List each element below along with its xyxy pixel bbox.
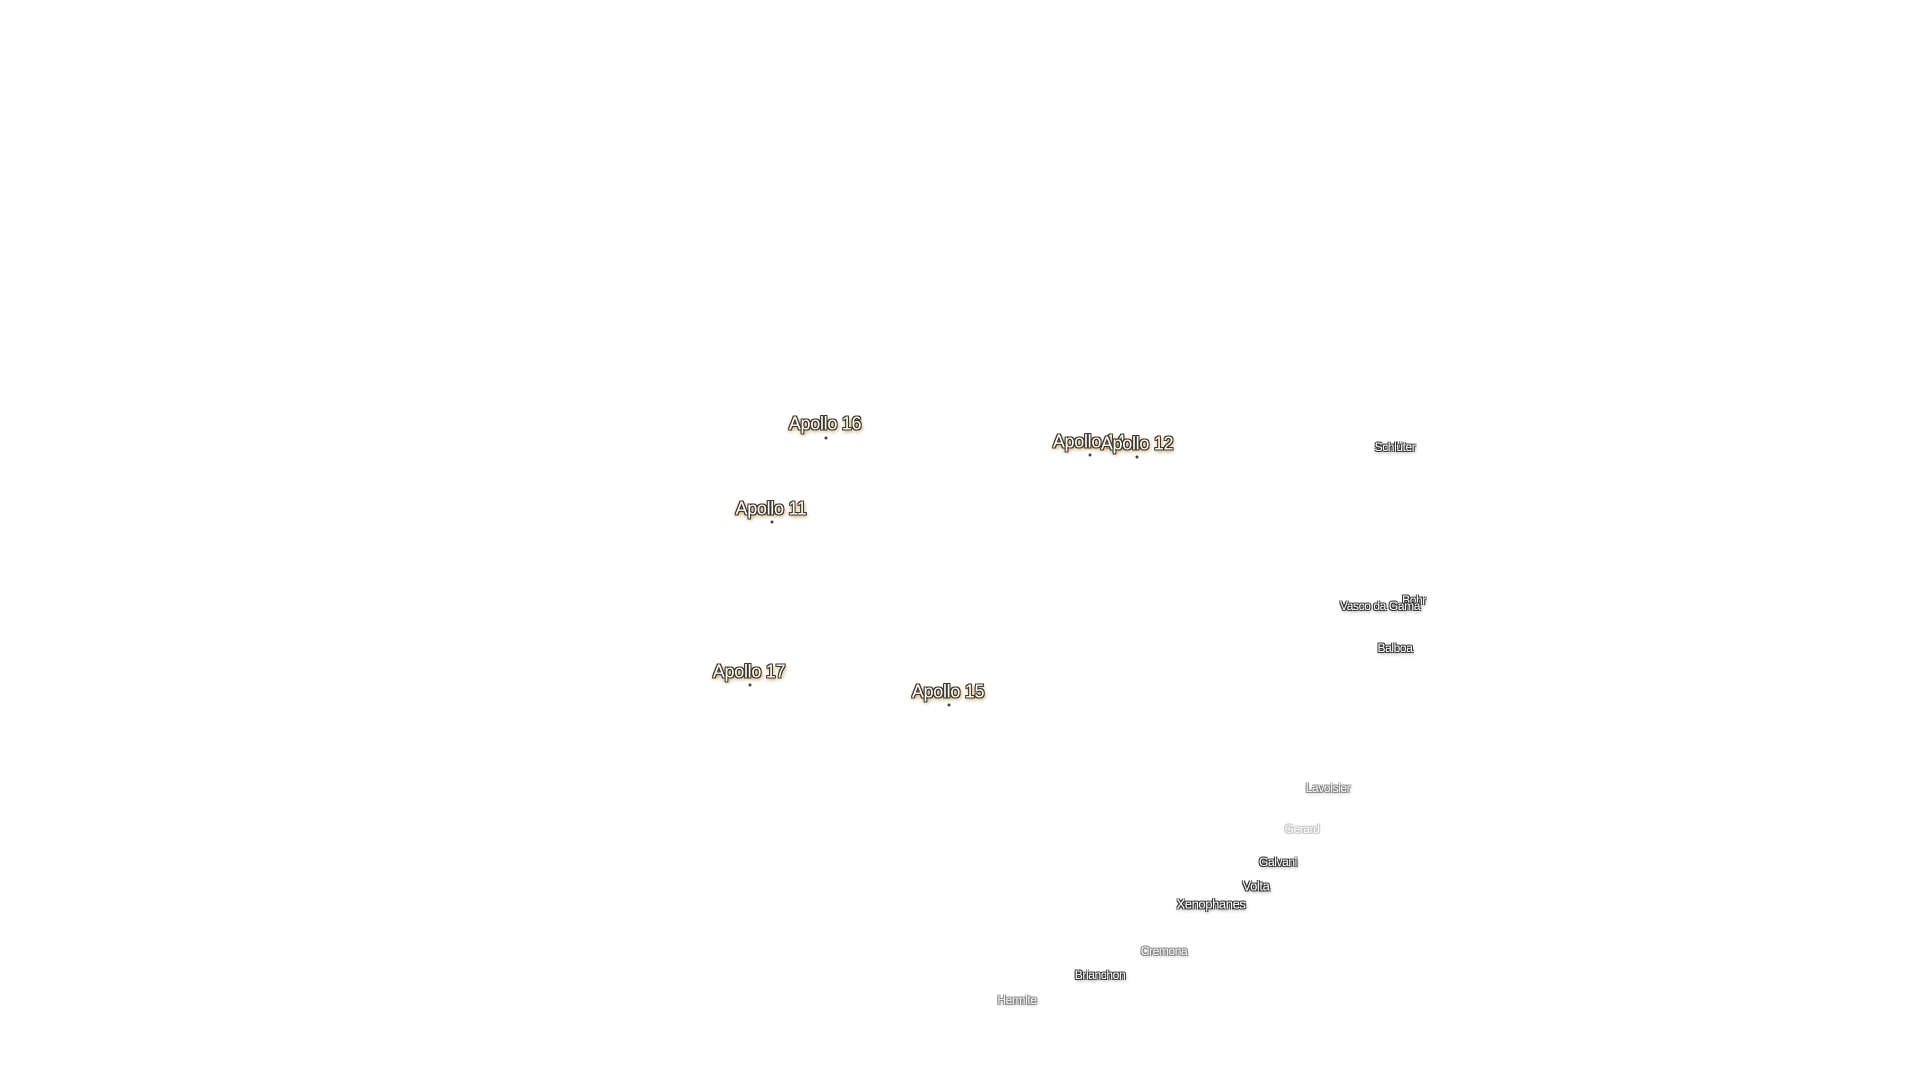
crater-label-brianchon[interactable]: Brianchon (1074, 968, 1126, 982)
landing-site-marker-apollo-11 (770, 520, 774, 524)
landing-site-marker-apollo-15 (947, 703, 951, 707)
crater-label-xenophanes[interactable]: Xenophanes (1176, 896, 1246, 912)
crater-label-cremona[interactable]: Cremona (1140, 944, 1188, 958)
crater-label-bohr[interactable]: Bohr (1402, 593, 1426, 607)
landing-site-marker-apollo-14 (1088, 453, 1092, 457)
crater-label-vasco-da-gama[interactable]: Vasco da Gama (1340, 599, 1420, 613)
crater-label-lavoisier[interactable]: Lavoisier (1305, 781, 1351, 795)
landing-site-apollo-14[interactable]: Apollo 14 (1052, 431, 1126, 452)
landing-site-apollo-17[interactable]: Apollo 17 (712, 661, 786, 682)
landing-site-apollo-15[interactable]: Apollo 15 (911, 681, 985, 702)
crater-label-gerard[interactable]: Gerard (1284, 822, 1320, 836)
landing-site-apollo-11[interactable]: Apollo 11 (735, 498, 807, 519)
landing-site-apollo-16[interactable]: Apollo 16 (788, 413, 862, 434)
crater-label-schluter[interactable]: Schlüter (1374, 440, 1416, 454)
landing-site-apollo-12[interactable]: Apollo 12 (1100, 433, 1174, 454)
crater-label-hermite[interactable]: Hermite (997, 993, 1037, 1007)
landing-site-marker-apollo-12 (1135, 455, 1139, 459)
landing-site-marker-apollo-16 (824, 436, 828, 440)
crater-label-balboa[interactable]: Balboa (1377, 641, 1413, 655)
landing-site-marker-apollo-17 (748, 683, 752, 687)
crater-label-galvani[interactable]: Galvani (1259, 855, 1297, 869)
crater-label-volta[interactable]: Volta (1242, 878, 1270, 894)
